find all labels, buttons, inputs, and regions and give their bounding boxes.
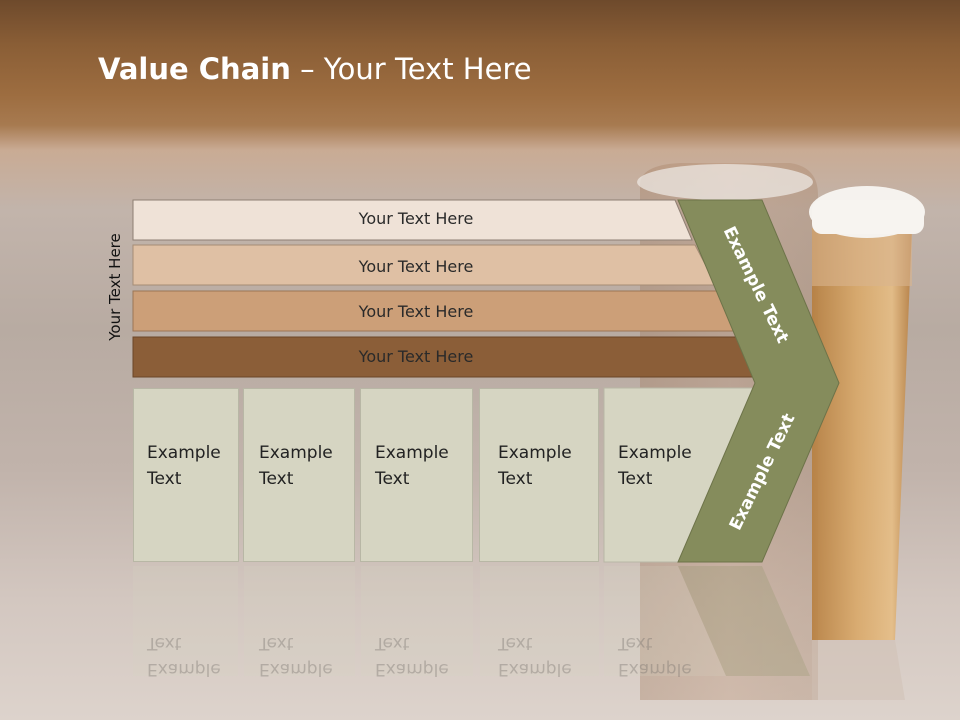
band-2-label: Your Text Here — [358, 257, 474, 276]
box-1-reflection: Example Text — [147, 633, 221, 679]
box-5-label: Example Text — [618, 443, 692, 489]
box-4-reflection: Example Text — [498, 633, 572, 679]
box-2-reflection: Example Text — [259, 633, 333, 679]
box-5-reflection: Example Text — [618, 633, 692, 679]
box-3 — [360, 388, 473, 562]
title-bold: Value Chain — [98, 52, 291, 86]
band-4-label: Your Text Here — [358, 347, 474, 366]
box-1-label: Example Text — [147, 443, 221, 489]
band-3-label: Your Text Here — [358, 302, 474, 321]
band-1-shape — [132, 199, 693, 241]
box-3-label: Example Text — [375, 443, 449, 489]
box-4-label: Example Text — [498, 443, 572, 489]
box-3-reflection: Example Text — [375, 633, 449, 679]
slide-title: Value Chain – Your Text Here — [98, 52, 532, 86]
box-1 — [133, 388, 239, 562]
reflection — [133, 566, 810, 676]
chevron-shape — [677, 199, 840, 563]
band-1-label: Your Text Here — [358, 209, 474, 228]
title-rest: – Your Text Here — [290, 52, 532, 86]
box-2 — [243, 388, 355, 562]
box-2-label: Example Text — [259, 443, 333, 489]
box-4 — [479, 388, 599, 562]
